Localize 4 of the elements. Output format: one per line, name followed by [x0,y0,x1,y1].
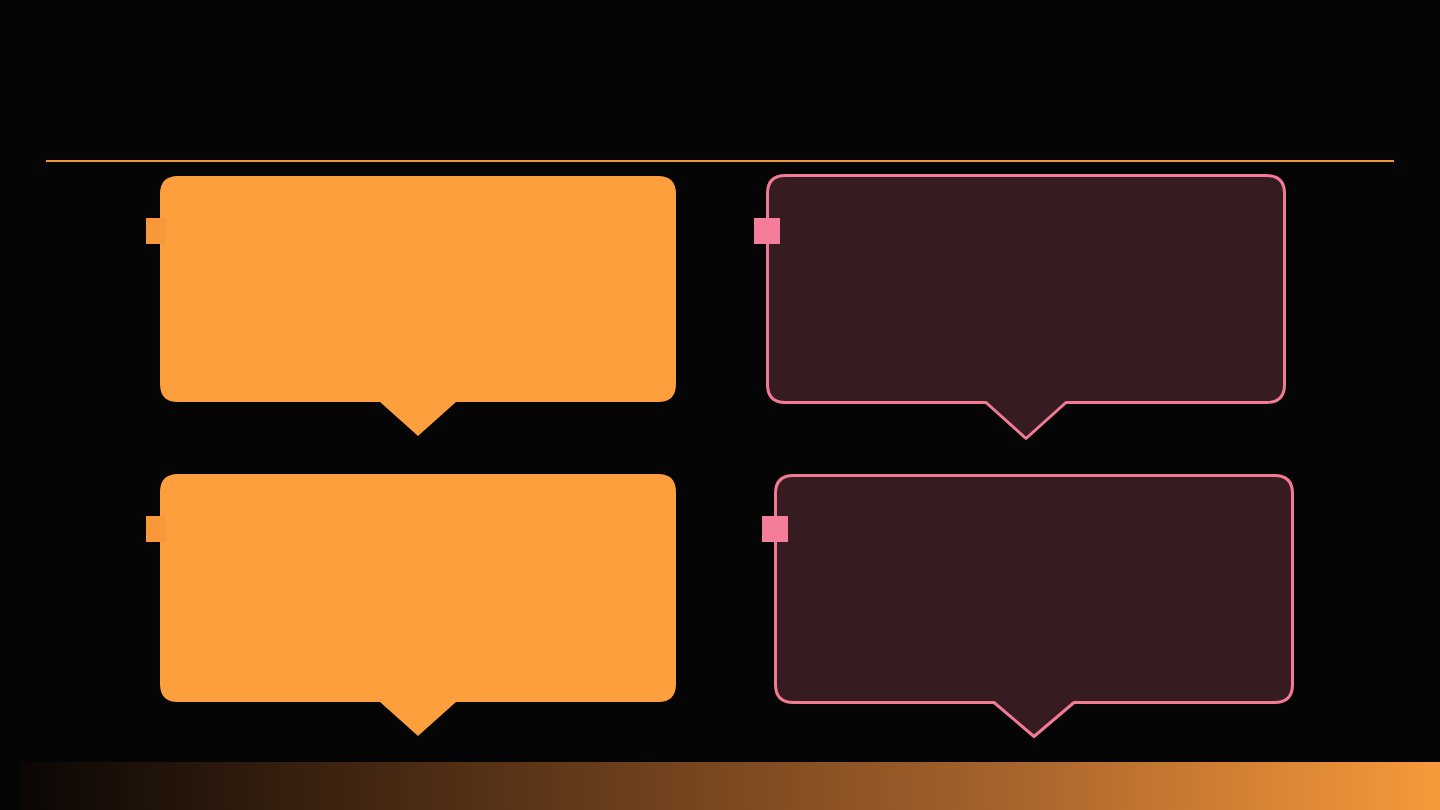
speech-bubble [160,176,676,436]
speech-bubble [766,174,1286,440]
speech-bubble [774,474,1294,738]
speech-bubble [160,474,676,736]
